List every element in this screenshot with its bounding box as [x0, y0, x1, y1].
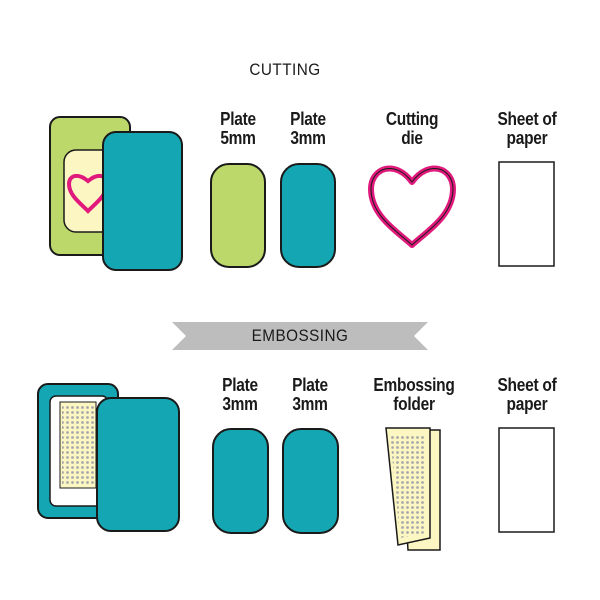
embossing-label-plate-3mm-first-line1: Plate — [222, 375, 258, 395]
cutting-section-title: CUTTING — [249, 60, 321, 79]
cutting-label-cutting-die-line1: Cutting — [385, 109, 439, 129]
plate-3mm-teal-second — [282, 428, 339, 534]
plate-3mm-teal-first — [212, 428, 269, 534]
cutting-label-plate-3mm: Plate 3mm — [272, 110, 344, 148]
plate-5mm-green — [210, 163, 266, 268]
embossing-label-plate-3mm-second-line1: Plate — [292, 375, 328, 395]
cutting-assembly — [49, 116, 183, 271]
cutting-label-sheet-of-paper-line2: paper — [506, 128, 548, 148]
cutting-label-sheet-of-paper-line1: Sheet of — [497, 109, 557, 129]
cutting-die-heart-icon — [368, 165, 456, 248]
embossing-folder-dots — [390, 434, 426, 538]
cutting-label-sheet-of-paper: Sheet of paper — [481, 110, 572, 148]
cutting-label-plate-3mm-line2: 3mm — [290, 128, 326, 148]
embossing-assembly — [37, 383, 180, 532]
cutting-label-cutting-die-line2: die — [401, 128, 423, 148]
sheet-of-paper-cutting — [498, 161, 555, 267]
embossing-section-title: EMBOSSING — [251, 326, 349, 345]
cutting-label-cutting-die: Cutting die — [369, 110, 455, 148]
cutting-label-plate-3mm-line1: Plate — [290, 109, 326, 129]
embossing-label-plate-3mm-second-line2: 3mm — [292, 394, 328, 414]
cutting-label-plate-5mm-line2: 5mm — [220, 128, 256, 148]
sheet-of-paper-embossing — [498, 427, 555, 533]
cutting-label-plate-5mm: Plate 5mm — [202, 110, 274, 148]
embossing-banner — [172, 322, 428, 350]
embossing-label-sheet-of-paper: Sheet of paper — [481, 376, 572, 414]
embossing-label-embossing-folder-line1: Embossing — [373, 375, 455, 395]
plate-3mm-teal — [280, 163, 336, 268]
embossing-label-sheet-of-paper-line1: Sheet of — [497, 375, 557, 395]
cutting-label-plate-5mm-line1: Plate — [220, 109, 256, 129]
embossing-label-plate-3mm-first: Plate 3mm — [204, 376, 276, 414]
embossing-stack-folder-dots — [62, 404, 94, 486]
embossing-label-plate-3mm-second: Plate 3mm — [274, 376, 346, 414]
cutting-stack-teal-plate — [102, 131, 183, 271]
embossing-label-plate-3mm-first-line2: 3mm — [222, 394, 258, 414]
embossing-label-embossing-folder-line2: folder — [393, 394, 435, 414]
embossing-label-sheet-of-paper-line2: paper — [506, 394, 548, 414]
embossing-folder — [385, 427, 441, 551]
cutting-die-heart-outline — [370, 168, 454, 246]
embossing-label-embossing-folder: Embossing folder — [361, 376, 468, 414]
embossing-stack-front-plate — [96, 397, 180, 532]
